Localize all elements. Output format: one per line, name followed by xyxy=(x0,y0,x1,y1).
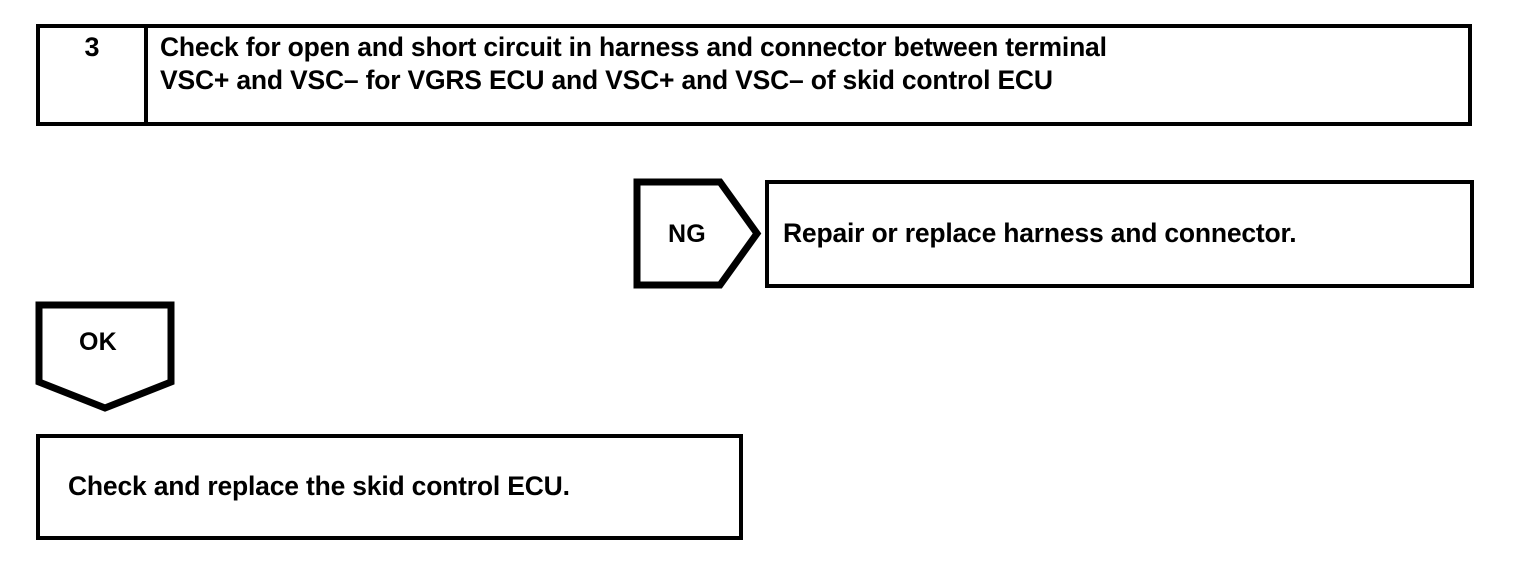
step-instruction-line-1: Check for open and short circuit in harn… xyxy=(160,32,1107,62)
ok-arrow-shape xyxy=(35,301,175,412)
ng-arrow-shape xyxy=(633,178,762,289)
step-row-3: 3 Check for open and short circuit in ha… xyxy=(36,24,1472,126)
step-number-cell: 3 xyxy=(40,28,148,122)
step-number: 3 xyxy=(84,32,100,62)
ng-branch-label: NG xyxy=(668,220,706,248)
ok-result-box: Check and replace the skid control ECU. xyxy=(36,434,743,540)
ng-result-box: Repair or replace harness and connector. xyxy=(765,180,1474,288)
ng-result-text: Repair or replace harness and connector. xyxy=(783,218,1297,249)
ok-branch-label: OK xyxy=(79,328,117,356)
ok-branch-arrow: OK xyxy=(34,300,176,413)
ok-result-text: Check and replace the skid control ECU. xyxy=(68,471,570,502)
ng-branch-arrow: NG xyxy=(632,177,762,290)
step-instruction-line-2: VSC+ and VSC– for VGRS ECU and VSC+ and … xyxy=(160,64,1053,95)
step-instruction: Check for open and short circuit in harn… xyxy=(148,28,1468,122)
